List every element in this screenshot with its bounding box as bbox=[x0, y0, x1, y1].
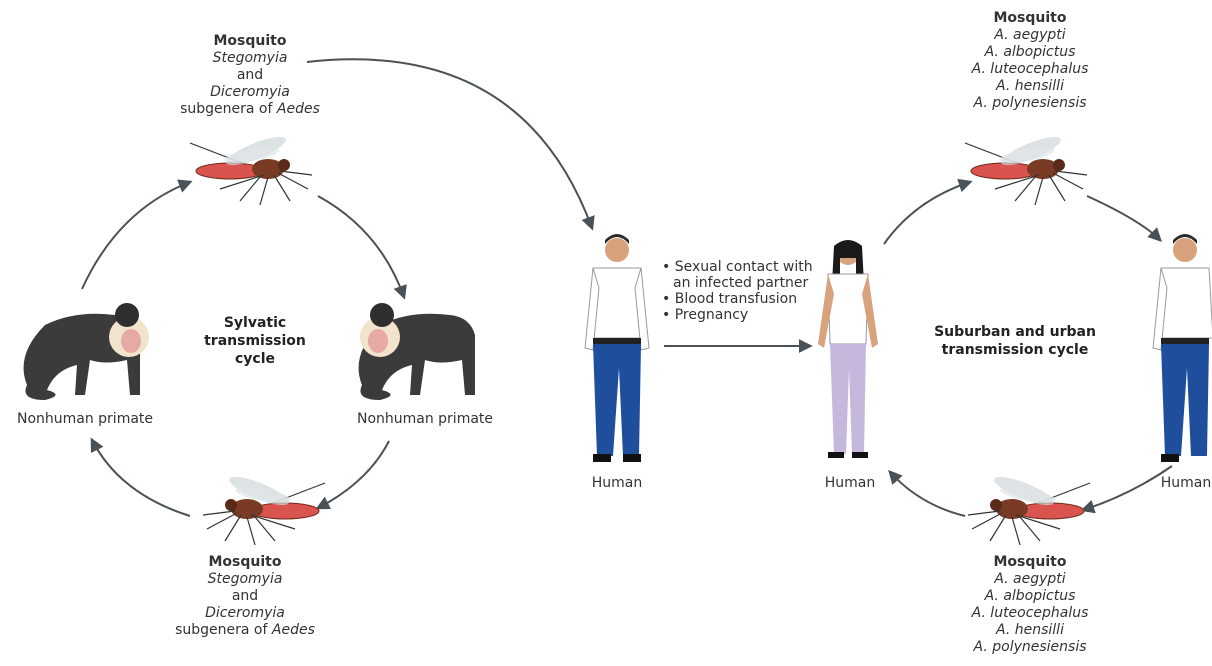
arrow-mosquito-bottom-to-primate bbox=[92, 440, 190, 516]
route-item-continued: an infected partner bbox=[662, 275, 813, 291]
man-illustration bbox=[585, 234, 649, 462]
man-illustration bbox=[1153, 234, 1212, 462]
mosquito-illustration bbox=[203, 472, 325, 545]
arrow-human-to-mosquito-top bbox=[884, 182, 970, 244]
human-label-right: Human bbox=[1146, 475, 1212, 491]
subgenus-name: Stegomyia bbox=[170, 50, 330, 67]
right-primate-label: Nonhuman primate bbox=[340, 411, 510, 427]
left-primate-label: Nonhuman primate bbox=[0, 411, 170, 427]
species-name: A. aegypti bbox=[950, 27, 1110, 44]
sylvatic-top-mosquito-label: Mosquito Stegomyia and Diceromyia subgen… bbox=[170, 33, 330, 118]
species-name: A. aegypti bbox=[950, 571, 1110, 588]
arrow-primate-to-mosquito-top bbox=[82, 182, 190, 289]
subgenera-line: subgenera of Aedes bbox=[165, 622, 325, 639]
monkey-illustration bbox=[24, 303, 149, 400]
species-name: A. albopictus bbox=[950, 44, 1110, 61]
urban-bottom-mosquito-label: Mosquito A. aegypti A. albopictus A. lut… bbox=[950, 554, 1110, 656]
species-name: A. polynesiensis bbox=[950, 95, 1110, 112]
mosquito-title: Mosquito bbox=[950, 554, 1110, 571]
human-label-left: Human bbox=[577, 475, 657, 491]
sylvatic-cycle-label: Sylvatic transmission cycle bbox=[195, 314, 315, 368]
route-item: • Blood transfusion bbox=[662, 291, 813, 307]
species-name: A. hensilli bbox=[950, 622, 1110, 639]
subgenera-line: subgenera of Aedes bbox=[170, 101, 330, 118]
species-name: A. hensilli bbox=[950, 78, 1110, 95]
mosquito-title: Mosquito bbox=[165, 554, 325, 571]
arrow-primate-to-mosquito-bottom bbox=[318, 441, 389, 508]
conjunction: and bbox=[170, 67, 330, 84]
mosquito-title: Mosquito bbox=[950, 10, 1110, 27]
species-name: A. luteocephalus bbox=[950, 605, 1110, 622]
arrow-mosquito-to-human bbox=[307, 59, 592, 228]
subgenus-name: Diceromyia bbox=[165, 605, 325, 622]
arrow-mosquito-top-to-primate bbox=[318, 196, 404, 297]
mosquito-title: Mosquito bbox=[170, 33, 330, 50]
arrow-mosquito-bottom-to-human bbox=[890, 472, 965, 516]
species-name: A. polynesiensis bbox=[950, 639, 1110, 656]
route-item: • Pregnancy bbox=[662, 307, 813, 323]
mosquito-illustration bbox=[190, 132, 312, 205]
sylvatic-bottom-mosquito-label: Mosquito Stegomyia and Diceromyia subgen… bbox=[165, 554, 325, 639]
woman-illustration bbox=[818, 240, 878, 458]
route-item: • Sexual contact with bbox=[662, 259, 813, 275]
mosquito-illustration bbox=[965, 132, 1087, 205]
arrow-mosquito-top-to-human bbox=[1087, 196, 1160, 240]
conjunction: and bbox=[165, 588, 325, 605]
species-name: A. albopictus bbox=[950, 588, 1110, 605]
urban-top-mosquito-label: Mosquito A. aegypti A. albopictus A. lut… bbox=[950, 10, 1110, 112]
human-label-middle: Human bbox=[810, 475, 890, 491]
transmission-routes-list: • Sexual contact with an infected partne… bbox=[662, 259, 813, 323]
monkey-illustration bbox=[359, 303, 475, 400]
species-name: A. luteocephalus bbox=[950, 61, 1110, 78]
mosquito-illustration bbox=[968, 472, 1090, 545]
urban-cycle-label: Suburban and urban transmission cycle bbox=[920, 323, 1110, 359]
subgenus-name: Stegomyia bbox=[165, 571, 325, 588]
subgenus-name: Diceromyia bbox=[170, 84, 330, 101]
